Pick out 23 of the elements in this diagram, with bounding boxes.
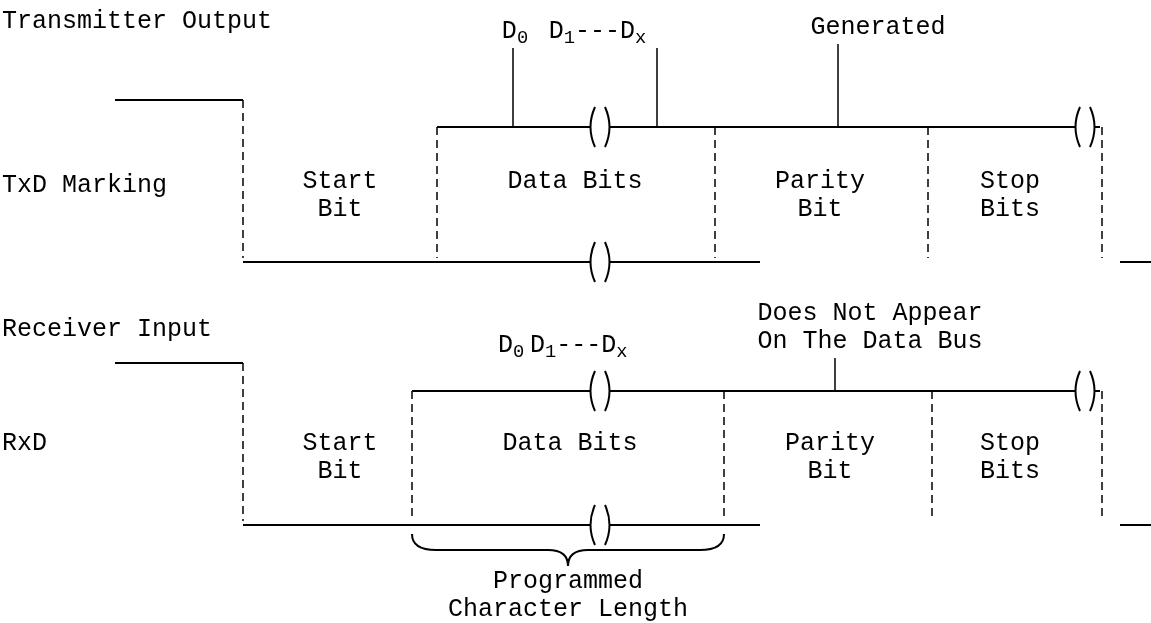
- signal-name: TxD Marking: [2, 172, 169, 200]
- annotation-text: D$_{0}$: [498, 18, 532, 46]
- brace-label: Programmed Character Length: [446, 568, 689, 623]
- annotation-text: Does Not Appear On The Data Bus: [745, 300, 995, 356]
- leader-line: [834, 357, 836, 392]
- annotation-text: Generated: [808, 14, 948, 42]
- field-label: Data Bits: [506, 168, 644, 196]
- field-label: Start Bit: [301, 430, 379, 486]
- bit-label: D$_{1}$---D$_{x}$: [530, 332, 629, 360]
- field-label: Parity Bit: [774, 168, 866, 224]
- field-label: Parity Bit: [784, 430, 876, 486]
- leader-line: [656, 47, 658, 128]
- signal-name: RxD: [2, 430, 48, 458]
- field-label: Stop Bits: [979, 430, 1041, 486]
- field-label: Stop Bits: [979, 168, 1041, 224]
- field-label: Data Bits: [501, 430, 639, 458]
- bit-label: D$_{0}$: [498, 332, 526, 360]
- leader-line: [837, 43, 839, 128]
- row-title: Receiver Input: [2, 316, 214, 344]
- field-label: Start Bit: [301, 168, 379, 224]
- leader-line: [512, 47, 514, 128]
- annotation-text: D$_{1}$---D$_{x}$: [530, 18, 665, 46]
- row-title: Transmitter Output: [2, 8, 274, 36]
